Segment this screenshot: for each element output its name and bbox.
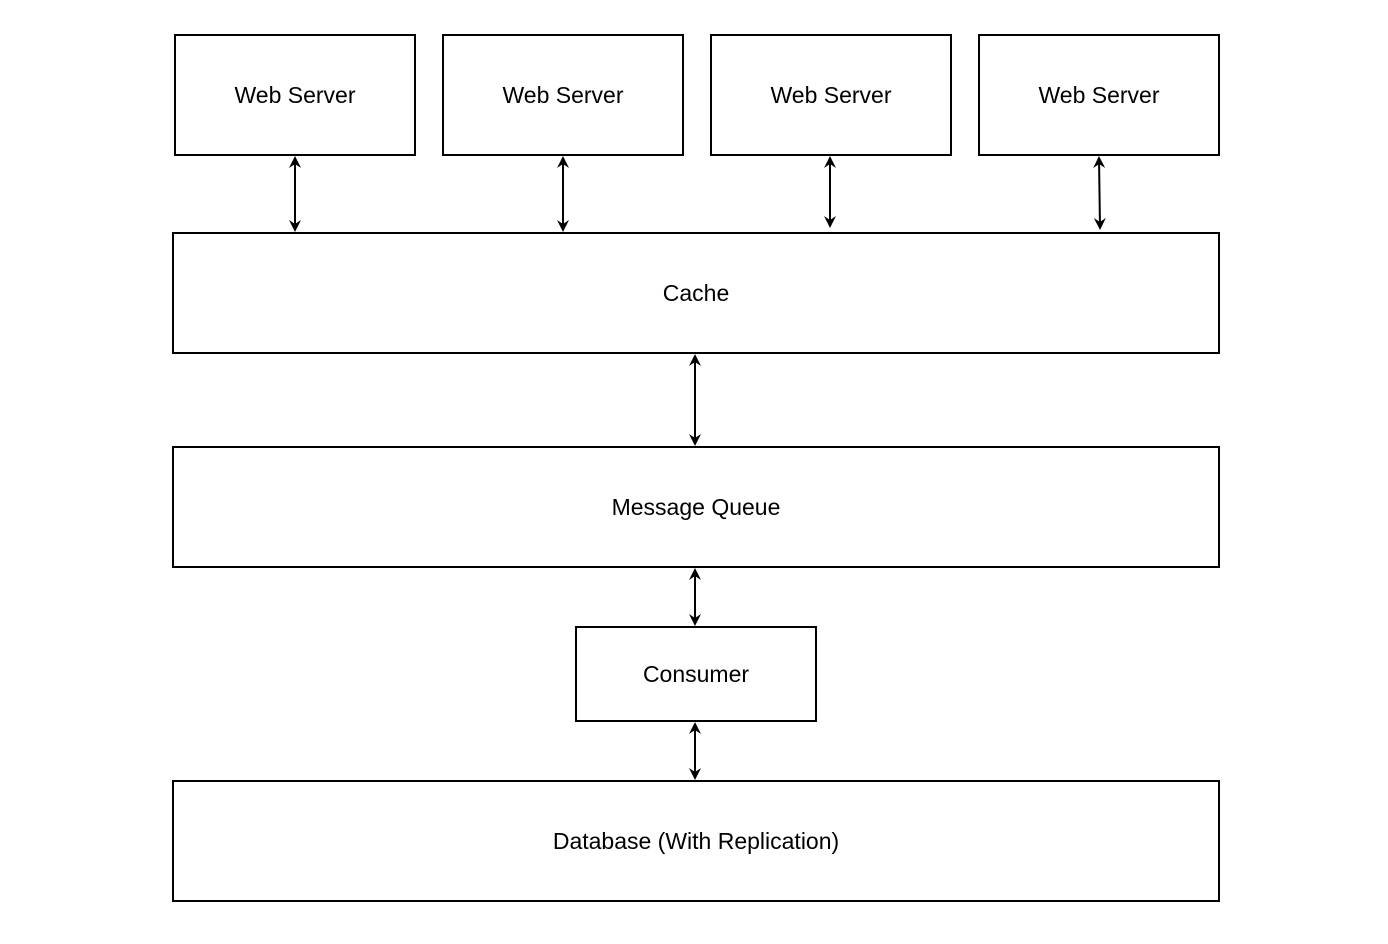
database-label: Database (With Replication) [552,827,840,854]
web-server-node-4[interactable]: Web Server [978,34,1220,156]
message-queue-node[interactable]: Message Queue [172,446,1220,568]
web-server-label: Web Server [502,81,624,108]
arrow-webserver-4-cache [1093,156,1106,230]
web-server-node-1[interactable]: Web Server [174,34,416,156]
cache-node[interactable]: Cache [172,232,1220,354]
web-server-label: Web Server [1038,81,1160,108]
web-server-node-2[interactable]: Web Server [442,34,684,156]
web-server-label: Web Server [234,81,356,108]
web-server-label: Web Server [770,81,892,108]
consumer-node[interactable]: Consumer [575,626,817,722]
message-queue-label: Message Queue [611,493,781,520]
database-node[interactable]: Database (With Replication) [172,780,1220,902]
web-server-node-3[interactable]: Web Server [710,34,952,156]
cache-label: Cache [662,279,730,306]
consumer-label: Consumer [642,660,750,687]
